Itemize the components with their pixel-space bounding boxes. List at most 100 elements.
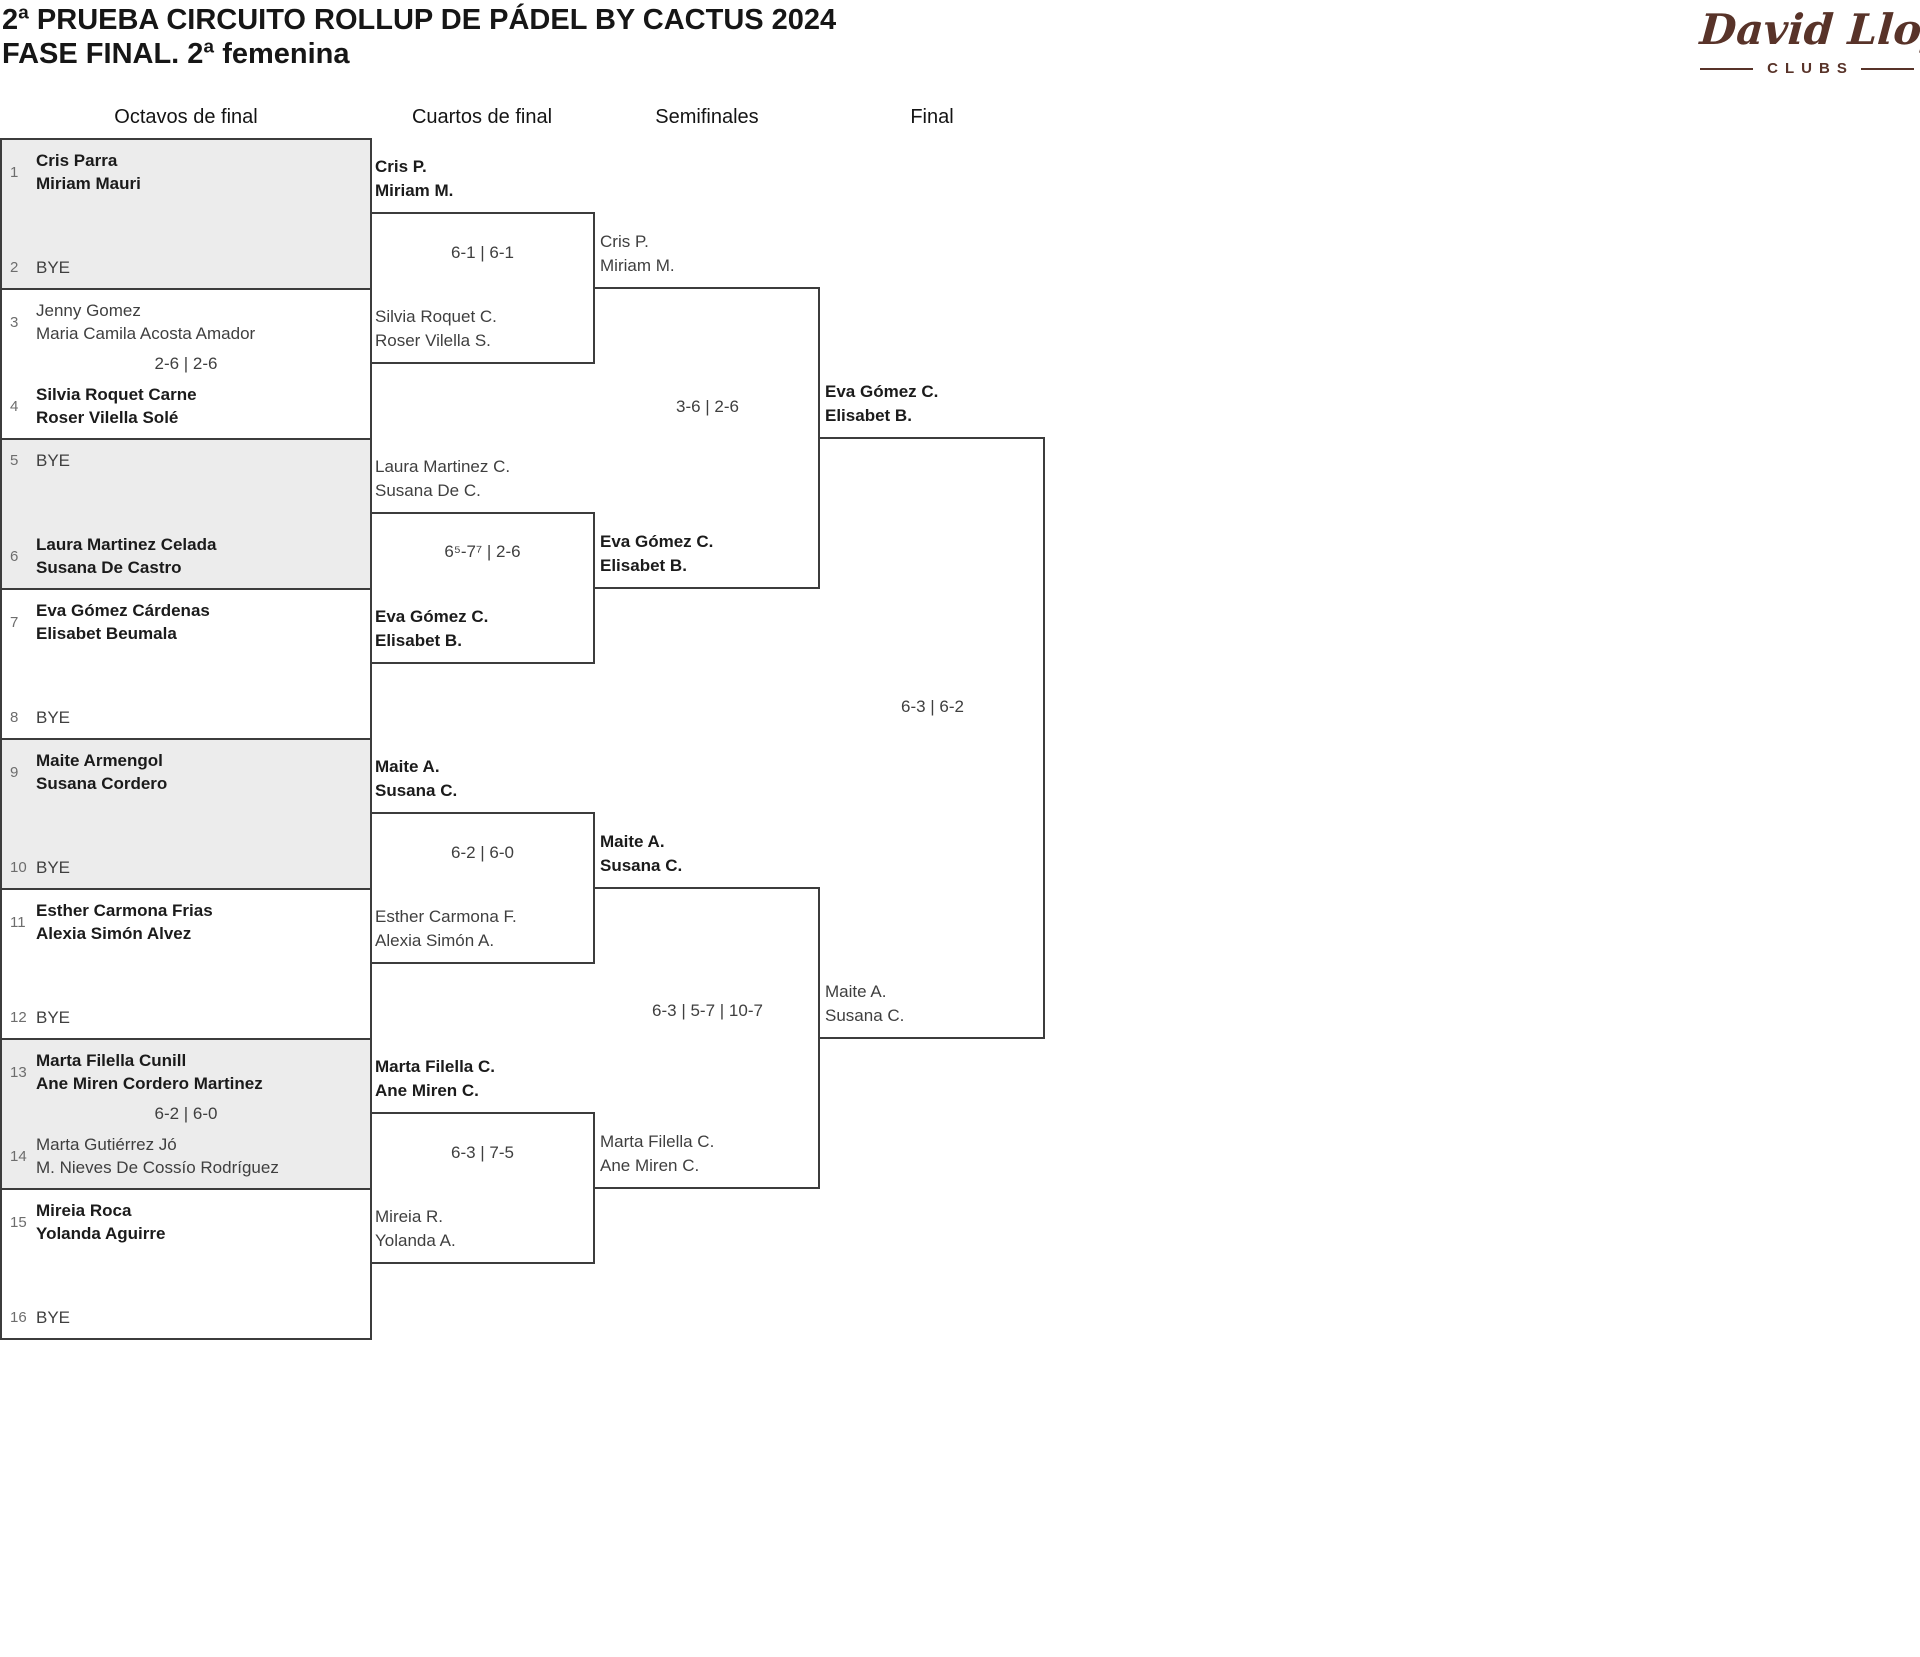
- team-name-line1: Eva Gómez C.: [375, 607, 489, 626]
- team-name-line1: Silvia Roquet C.: [375, 307, 497, 326]
- final-team-label: Eva Gómez C. Elisabet B.: [825, 380, 938, 428]
- team-name-line2: Susana C.: [375, 781, 458, 800]
- david-lloyd-logo-clubs: CLUBS: [1700, 60, 1915, 77]
- team-name: Esther Carmona Frias Alexia Simón Alvez: [36, 899, 213, 945]
- team-name-line1: Laura Martinez C.: [375, 457, 511, 476]
- r16-slot-11: 11 Esther Carmona Frias Alexia Simón Alv…: [10, 899, 213, 945]
- qf2-score: 6⁵-7⁷ | 2-6: [444, 542, 521, 561]
- seed-number: 8: [10, 709, 19, 726]
- qf4-score: 6-3 | 7-5: [450, 1143, 514, 1162]
- seed-number: 13: [10, 1063, 27, 1081]
- final-score: 6-3 | 6-2: [900, 697, 964, 716]
- team-name-line2: Susana C.: [600, 856, 683, 875]
- team-name-line1: Marta Filella Cunill: [36, 1051, 187, 1070]
- team-name-line1: Laura Martinez Celada: [36, 535, 217, 554]
- match-score: 2-6 | 2-6: [154, 354, 218, 373]
- team-name: Maite Armengol Susana Cordero: [36, 749, 167, 795]
- seed-number: 6: [10, 547, 19, 565]
- team-name-line2: Susana De C.: [375, 481, 481, 500]
- r16-slot-5: 5 BYE: [10, 449, 70, 472]
- r16-slot-10: 10 BYE: [10, 856, 70, 879]
- team-name-line2: Miriam Mauri: [36, 174, 141, 193]
- team-name-line2: M. Nieves De Cossío Rodríguez: [36, 1158, 279, 1177]
- qf-team-label: Cris P. Miriam M.: [375, 155, 453, 203]
- qf-team-label: Marta Filella C. Ane Miren C.: [375, 1055, 495, 1103]
- david-lloyd-logo-script: David Lloyd: [1698, 5, 1920, 54]
- page-subtitle: FASE FINAL. 2ª femenina: [2, 38, 350, 70]
- team-name-line2: Susana Cordero: [36, 774, 168, 793]
- qf-team-label: Silvia Roquet C. Roser Vilella S.: [375, 305, 497, 353]
- sf2-bracket-lines: [595, 887, 820, 1189]
- final-team-label: Maite A. Susana C.: [825, 980, 904, 1028]
- r16-slot-15: 15 Mireia Roca Yolanda Aguirre: [10, 1199, 165, 1245]
- r16-slot-1: 1 Cris Parra Miriam Mauri: [10, 149, 141, 195]
- seed-number: 1: [10, 163, 19, 181]
- page-title: 2ª PRUEBA CIRCUITO ROLLUP DE PÁDEL BY CA…: [2, 4, 837, 36]
- team-name: BYE: [36, 706, 70, 729]
- round-header-cuartos: Cuartos de final: [411, 106, 553, 128]
- team-name-line2: Alexia Simón A.: [375, 931, 495, 950]
- team-name-line2: Ane Miren C.: [375, 1081, 479, 1100]
- r16-match-box-7: 13 Marta Filella Cunill Ane Miren Corder…: [0, 1038, 372, 1190]
- team-name-line2: Roser Vilella Solé: [36, 408, 179, 427]
- team-name-line2: Susana C.: [825, 1006, 905, 1025]
- seed-number: 9: [10, 763, 19, 781]
- team-name: Cris Parra Miriam Mauri: [36, 149, 141, 195]
- r16-slot-8: 8 BYE: [10, 706, 70, 729]
- seed-number: 16: [10, 1309, 27, 1326]
- r16-match-box-1: 1 Cris Parra Miriam Mauri 2 BYE: [0, 138, 372, 290]
- qf1-bracket-lines: [370, 212, 595, 364]
- seed-number: 11: [10, 913, 26, 931]
- team-name: BYE: [36, 449, 70, 472]
- r16-match-box-3: 5 BYE 6 Laura Martinez Celada Susana De …: [0, 438, 372, 590]
- team-name: Marta Filella Cunill Ane Miren Cordero M…: [36, 1049, 263, 1095]
- seed-number: 3: [10, 313, 19, 331]
- round-header-final: Final: [910, 106, 954, 128]
- r16-match-box-5: 9 Maite Armengol Susana Cordero 10 BYE: [0, 738, 372, 890]
- team-name: BYE: [36, 1006, 70, 1029]
- logo-clubs-word: CLUBS: [1767, 60, 1854, 77]
- team-name-line1: Marta Gutiérrez Jó: [36, 1135, 177, 1154]
- team-name-line2: Elisabet B.: [375, 631, 462, 650]
- r16-slot-16: 16 BYE: [10, 1306, 70, 1329]
- team-name-line1: Maite A.: [600, 832, 665, 851]
- r16-slot-7: 7 Eva Gómez Cárdenas Elisabet Beumala: [10, 599, 210, 645]
- david-lloyd-logo: David Lloyd CLUBS: [1698, 2, 1920, 77]
- team-name-line1: Esther Carmona F.: [375, 907, 517, 926]
- team-name: BYE: [36, 856, 70, 879]
- team-name-line2: Elisabet B.: [825, 406, 912, 425]
- team-name-line1: Mireia R.: [375, 1207, 444, 1226]
- team-name: Silvia Roquet Carne Roser Vilella Solé: [36, 383, 197, 429]
- qf3-bracket-lines: [370, 812, 595, 964]
- team-name-line2: Ane Miren C.: [600, 1156, 700, 1175]
- r16-slot-4: 4 Silvia Roquet Carne Roser Vilella Solé: [10, 383, 197, 429]
- team-name-line2: Ane Miren Cordero Martinez: [36, 1074, 263, 1093]
- team-name-line1: Eva Gómez Cárdenas: [36, 601, 210, 620]
- team-name-line1: Esther Carmona Frias: [36, 901, 213, 920]
- qf-team-label: Laura Martinez C. Susana De C.: [375, 455, 510, 503]
- seed-number: 4: [10, 397, 19, 415]
- sf2-score: 6-3 | 5-7 | 10-7: [652, 1001, 763, 1020]
- match-score: 6-2 | 6-0: [154, 1104, 218, 1123]
- qf-team-label: Eva Gómez C. Elisabet B.: [375, 605, 488, 653]
- team-name-line1: Cris P.: [600, 232, 649, 251]
- team-name-line1: Eva Gómez C.: [600, 532, 714, 551]
- team-name: BYE: [36, 1306, 70, 1329]
- team-name: Mireia Roca Yolanda Aguirre: [36, 1199, 165, 1245]
- team-name-line2: Alexia Simón Alvez: [36, 924, 192, 943]
- team-name-line1: Eva Gómez C.: [825, 382, 939, 401]
- team-name-line2: Susana De Castro: [36, 558, 182, 577]
- sf-team-label: Maite A. Susana C.: [600, 830, 682, 878]
- logo-dash-right: [1860, 67, 1915, 70]
- qf3-score: 6-2 | 6-0: [450, 843, 514, 862]
- team-name-line1: Marta Filella C.: [375, 1057, 495, 1076]
- r16-slot-12: 12 BYE: [10, 1006, 70, 1029]
- team-name: Laura Martinez Celada Susana De Castro: [36, 533, 216, 579]
- r16-match-box-8: 15 Mireia Roca Yolanda Aguirre 16 BYE: [0, 1188, 372, 1340]
- bye-label: BYE: [36, 708, 71, 727]
- qf-team-label: Maite A. Susana C.: [375, 755, 457, 803]
- bye-label: BYE: [36, 258, 71, 277]
- sf-team-label: Eva Gómez C. Elisabet B.: [600, 530, 713, 578]
- seed-number: 12: [10, 1009, 27, 1026]
